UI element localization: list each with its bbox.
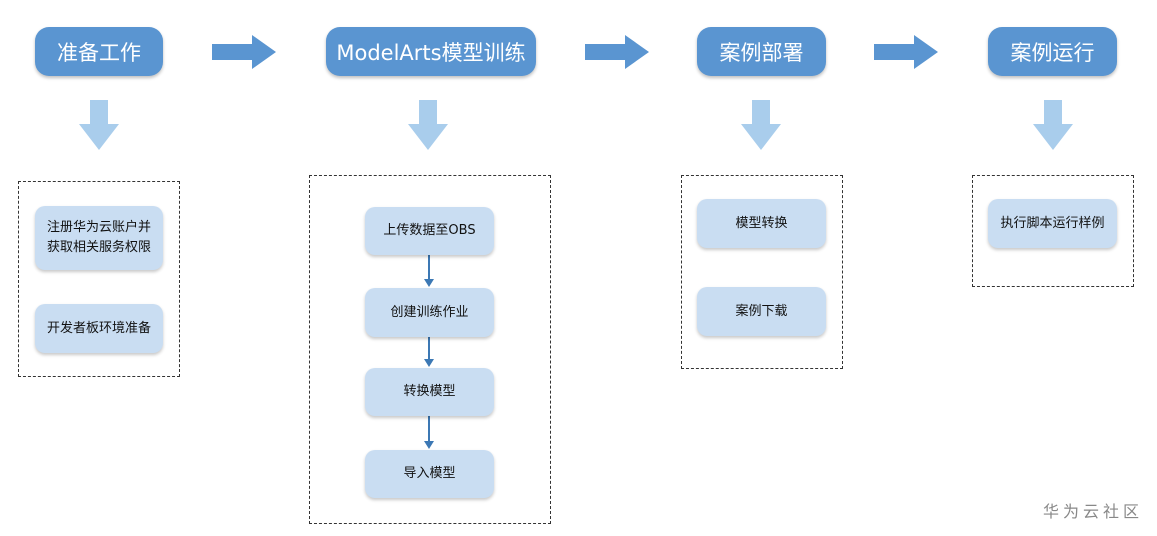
step-register-account: 注册华为云账户并 获取相关服务权限	[35, 206, 163, 270]
step-import-model: 导入模型	[365, 450, 494, 498]
watermark: 华为云社区	[1042, 502, 1143, 521]
step-model-conversion: 模型转换	[697, 199, 826, 248]
group-preparation	[18, 181, 180, 377]
header-case-deployment: 案例部署	[697, 27, 826, 76]
group-modelarts-training	[309, 175, 551, 524]
header-case-run: 案例运行	[988, 27, 1117, 76]
header-modelarts-training: ModelArts模型训练	[326, 27, 536, 76]
connector-arrow-icon	[424, 279, 434, 287]
right-arrow-icon	[212, 35, 276, 69]
down-arrow-icon	[1033, 100, 1073, 150]
right-arrow-icon	[874, 35, 938, 69]
step-create-training-job: 创建训练作业	[365, 288, 494, 337]
connector-arrow-icon	[424, 359, 434, 367]
group-case-run	[972, 175, 1134, 287]
step-convert-model: 转换模型	[365, 368, 494, 416]
group-case-deployment	[681, 175, 843, 369]
step-board-preparation: 开发者板环境准备	[35, 304, 163, 353]
step-case-download: 案例下载	[697, 287, 826, 336]
right-arrow-icon	[585, 35, 649, 69]
connector-arrow-icon	[424, 441, 434, 449]
down-arrow-icon	[741, 100, 781, 150]
header-preparation: 准备工作	[35, 27, 163, 76]
down-arrow-icon	[408, 100, 448, 150]
step-run-script: 执行脚本运行样例	[988, 199, 1117, 248]
step-upload-data: 上传数据至OBS	[365, 207, 494, 255]
down-arrow-icon	[79, 100, 119, 150]
